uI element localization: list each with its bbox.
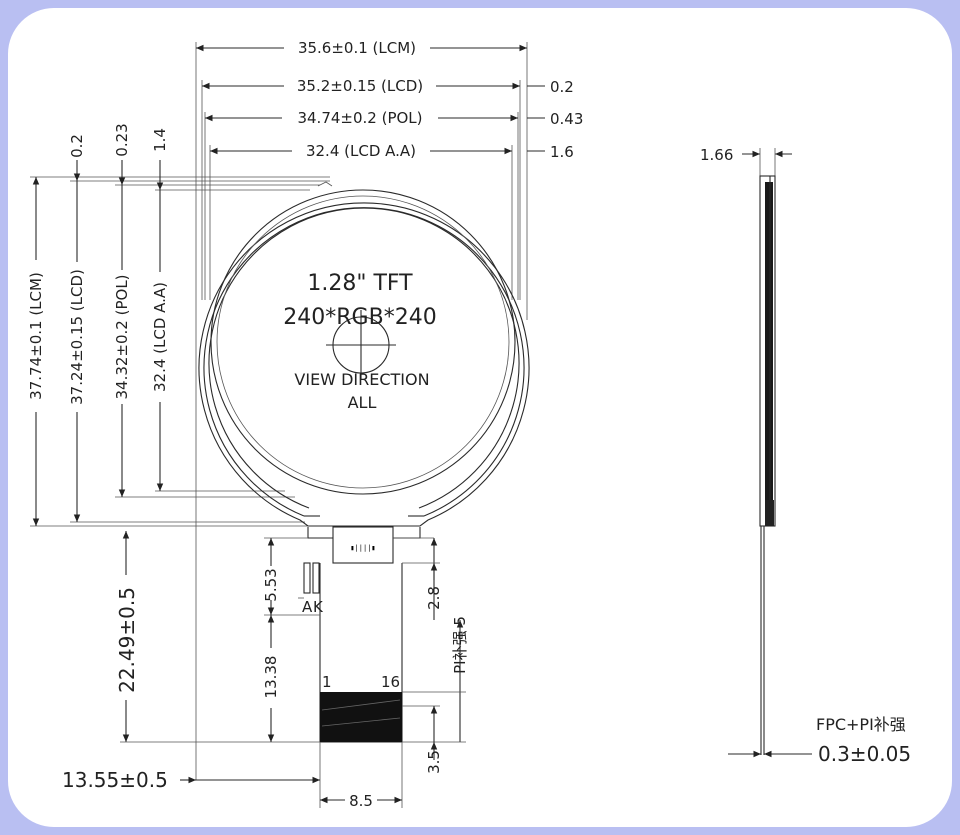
fpc-dimensions: 22.49±0.5 5.53 13.38 2.8 PI补强 5 3.5 8.5 [62,531,469,810]
dim-top-lcm: 35.6±0.1 (LCM) [298,39,416,57]
left-dimensions: 37.74±0.1 (LCM) 0.2 37.24±0.15 (LCD) 0.2… [27,123,330,527]
dim-fpc-width: 8.5 [349,792,373,810]
drawing-card [8,8,952,827]
display-size: 1.28" TFT [307,271,413,296]
side-fpc-thickness: 0.3±0.05 [818,742,911,766]
pin-last: 16 [381,673,400,691]
dim-top-aa: 32.4 (LCD A.A) [306,142,416,160]
dim-top-lcd-gap: 0.2 [550,78,574,96]
dim-top-pol: 34.74±0.2 (POL) [297,109,422,127]
view-direction-value: ALL [348,393,377,412]
side-view: 1.66 0.3±0.05 FPC+PI补强 [700,146,911,766]
dim-fpc-pi: PI补强 5 [451,616,469,674]
dim-top-lcd: 35.2±0.15 (LCD) [297,77,423,95]
round-display-outline: 1.28" TFT 240*RGB*240 VIEW DIRECTION ALL [198,181,530,527]
dim-fpc-28: 2.8 [425,586,443,610]
dim-fpc-offset: 13.55±0.5 [62,768,168,792]
pin-first: 1 [322,673,332,691]
fpc-tail: ▮||||▮ A K 1 16 [298,526,434,743]
dim-left-pol: 34.32±0.2 (POL) [113,274,131,399]
display-resolution: 240*RGB*240 [283,305,436,330]
fpc-mark: ▮||||▮ [350,544,375,552]
dim-left-lcd-gap: 0.2 [68,134,86,158]
dim-left-lcd: 37.24±0.15 (LCD) [68,269,86,405]
dim-fpc-35: 3.5 [425,750,443,774]
top-dimensions: 35.6±0.1 (LCM) 35.2±0.15 (LCD) 0.2 34.74… [195,39,583,780]
dim-left-aa: 32.4 (LCD A.A) [151,282,169,392]
view-direction-label: VIEW DIRECTION [294,370,429,389]
dim-top-aa-gap: 1.6 [550,143,574,161]
dim-top-pol-gap: 0.43 [550,110,583,128]
dim-fpc-553: 5.53 [262,568,280,601]
dim-left-pol-gap: 0.23 [113,123,131,156]
dim-fpc-1338: 13.38 [262,656,280,699]
dim-left-aa-gap: 1.4 [151,128,169,152]
pin-a: A [302,598,313,616]
dim-fpc-total: 22.49±0.5 [115,587,139,693]
side-material: FPC+PI补强 [816,715,906,734]
pin-k: K [313,598,324,616]
side-thickness: 1.66 [700,146,733,164]
dim-left-lcm: 37.74±0.1 (LCM) [27,272,45,400]
